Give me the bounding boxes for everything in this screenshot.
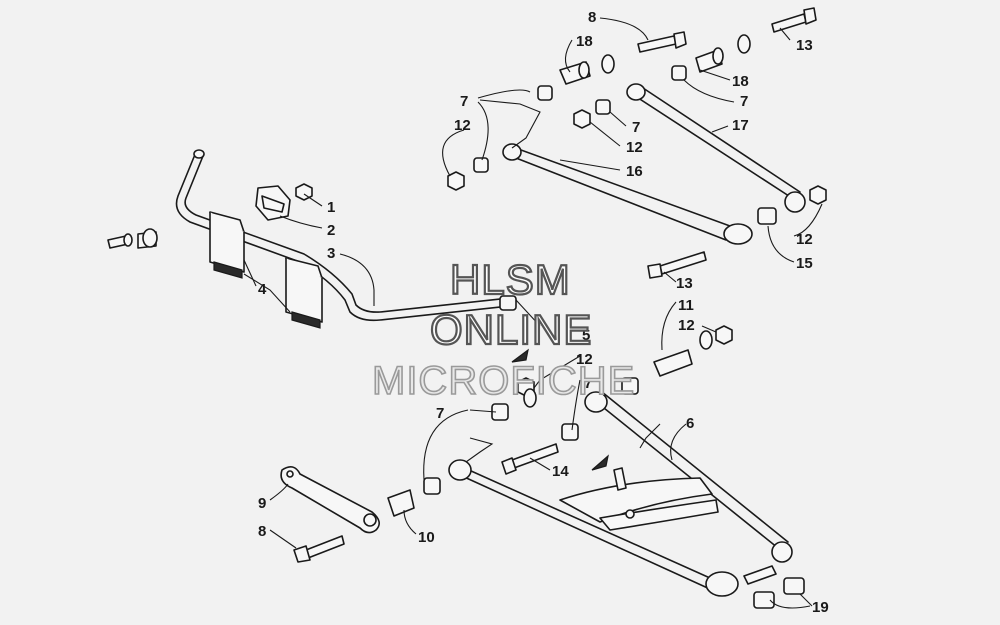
bar-end-bolt bbox=[107, 228, 158, 249]
callout-6: 6 bbox=[686, 415, 694, 432]
upper-nuts bbox=[447, 34, 827, 205]
callout-3: 3 bbox=[327, 245, 335, 262]
callout-9: 9 bbox=[258, 495, 266, 512]
callout-7-upper-right: 7 bbox=[740, 93, 748, 110]
callout-labels: 1 2 3 4 5 6 7 7 7 7 7 8 8 9 10 11 12 12 … bbox=[258, 9, 829, 616]
bushing-lower bbox=[285, 257, 323, 329]
lower-bolts bbox=[293, 443, 559, 563]
callout-7-upper-mid: 7 bbox=[632, 119, 640, 136]
watermark: HLSM ONLINE MICROFICHE bbox=[371, 255, 635, 404]
direction-arrows bbox=[511, 348, 609, 471]
callout-13-lower: 13 bbox=[676, 275, 693, 292]
clamp-nut bbox=[295, 183, 313, 201]
callout-11: 11 bbox=[678, 297, 694, 314]
callout-19: 19 bbox=[812, 599, 829, 616]
callout-12-upper-mid: 12 bbox=[626, 139, 643, 156]
callout-12-upper-right: 12 bbox=[796, 231, 813, 248]
stabilizer-bar bbox=[175, 149, 517, 322]
callout-8-lower: 8 bbox=[258, 523, 266, 540]
lower-spacers bbox=[387, 349, 805, 609]
callout-7-upper-left: 7 bbox=[460, 93, 468, 110]
upper-a-arm bbox=[502, 83, 806, 245]
callout-1: 1 bbox=[327, 199, 335, 216]
callout-15: 15 bbox=[796, 255, 813, 272]
upper-bolts bbox=[637, 7, 817, 279]
bushing-upper bbox=[209, 211, 245, 279]
callout-18-upper-right: 18 bbox=[732, 73, 749, 90]
leader-lines bbox=[243, 17, 823, 609]
callout-12-lower-mid: 12 bbox=[576, 351, 593, 368]
upper-spacers bbox=[473, 47, 777, 225]
callout-17: 17 bbox=[732, 117, 749, 134]
watermark-line-3: MICROFICHE bbox=[372, 359, 635, 403]
link-bracket bbox=[280, 466, 380, 534]
callout-14: 14 bbox=[552, 463, 569, 480]
callout-4: 4 bbox=[258, 281, 267, 298]
callout-5: 5 bbox=[582, 327, 590, 344]
lower-a-arm bbox=[448, 391, 793, 597]
callout-7-lower-right: 7 bbox=[584, 375, 592, 392]
callout-12-lower-right: 12 bbox=[678, 317, 695, 334]
callout-16: 16 bbox=[626, 163, 643, 180]
callout-12-upper-left: 12 bbox=[454, 117, 471, 134]
clamp bbox=[255, 185, 291, 221]
callout-10: 10 bbox=[418, 529, 435, 546]
watermark-line-1: HLSM bbox=[450, 256, 571, 303]
callout-13-upper: 13 bbox=[796, 37, 813, 54]
watermark-line-2: ONLINE bbox=[430, 306, 592, 353]
lower-nuts bbox=[517, 325, 733, 408]
callout-2: 2 bbox=[327, 222, 335, 239]
callout-8-upper: 8 bbox=[588, 9, 596, 26]
callout-18-upper-left: 18 bbox=[576, 33, 593, 50]
callout-7-lower-left: 7 bbox=[436, 405, 444, 422]
